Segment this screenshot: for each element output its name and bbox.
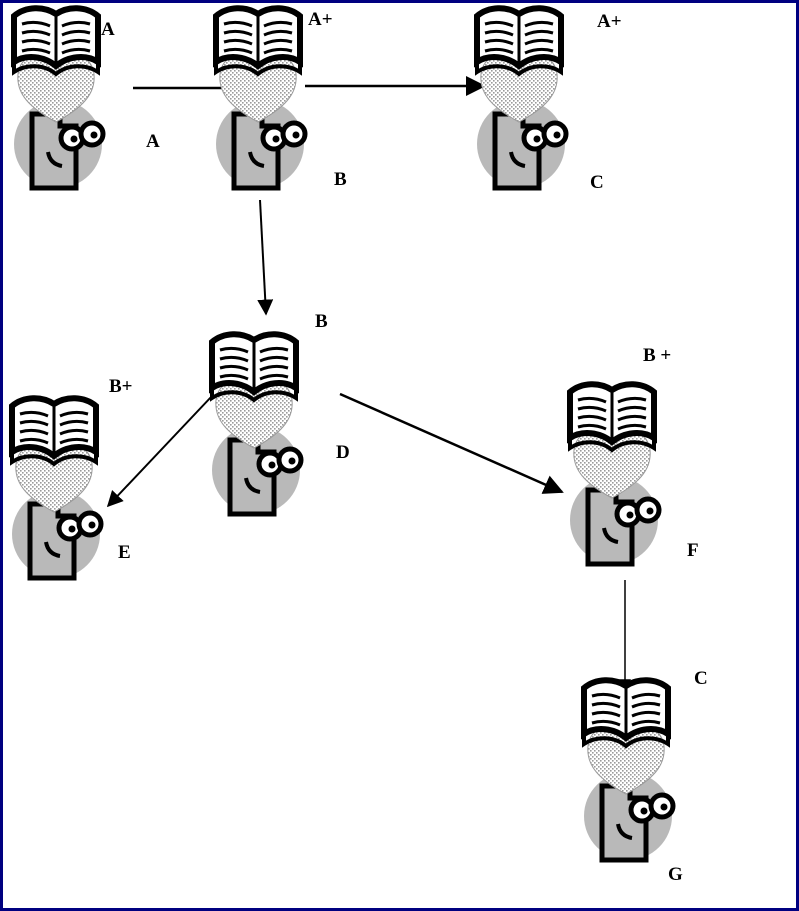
node-n2: A+ B [216, 8, 347, 190]
node-person-label: D [336, 442, 350, 463]
node-n1: A A [14, 8, 160, 188]
node-person-label: E [118, 542, 131, 563]
node-person-label: C [590, 172, 604, 193]
student-reading-book-icon [477, 8, 566, 188]
student-reading-book-icon [14, 8, 103, 188]
node-person-label: F [687, 540, 699, 561]
student-reading-book-icon [12, 398, 101, 578]
node-n7: C G [584, 668, 708, 885]
node-n3: A+ C [477, 8, 622, 193]
node-n4: B D [212, 311, 350, 514]
node-person-label: B [334, 169, 347, 190]
node-person-label: G [668, 864, 683, 885]
student-reading-book-icon [212, 334, 301, 514]
student-reading-book-icon [216, 8, 305, 188]
node-book-grade: A+ [597, 11, 622, 32]
edge-n4-n6 [339, 392, 564, 494]
node-book-grade: B [315, 311, 328, 332]
node-n5: B+ E [12, 376, 133, 578]
node-n6: B + F [570, 345, 699, 564]
edge-n4-n5 [106, 395, 213, 508]
node-book-grade: A [101, 19, 115, 40]
node-person-label: A [146, 131, 160, 152]
node-book-grade: B + [643, 345, 671, 366]
node-book-grade: A+ [308, 9, 333, 30]
edge-n2-n4 [257, 199, 274, 316]
node-book-grade: B+ [109, 376, 133, 397]
node-book-grade: C [694, 668, 708, 689]
student-reading-book-icon [570, 384, 659, 564]
student-reading-book-icon [584, 680, 673, 860]
